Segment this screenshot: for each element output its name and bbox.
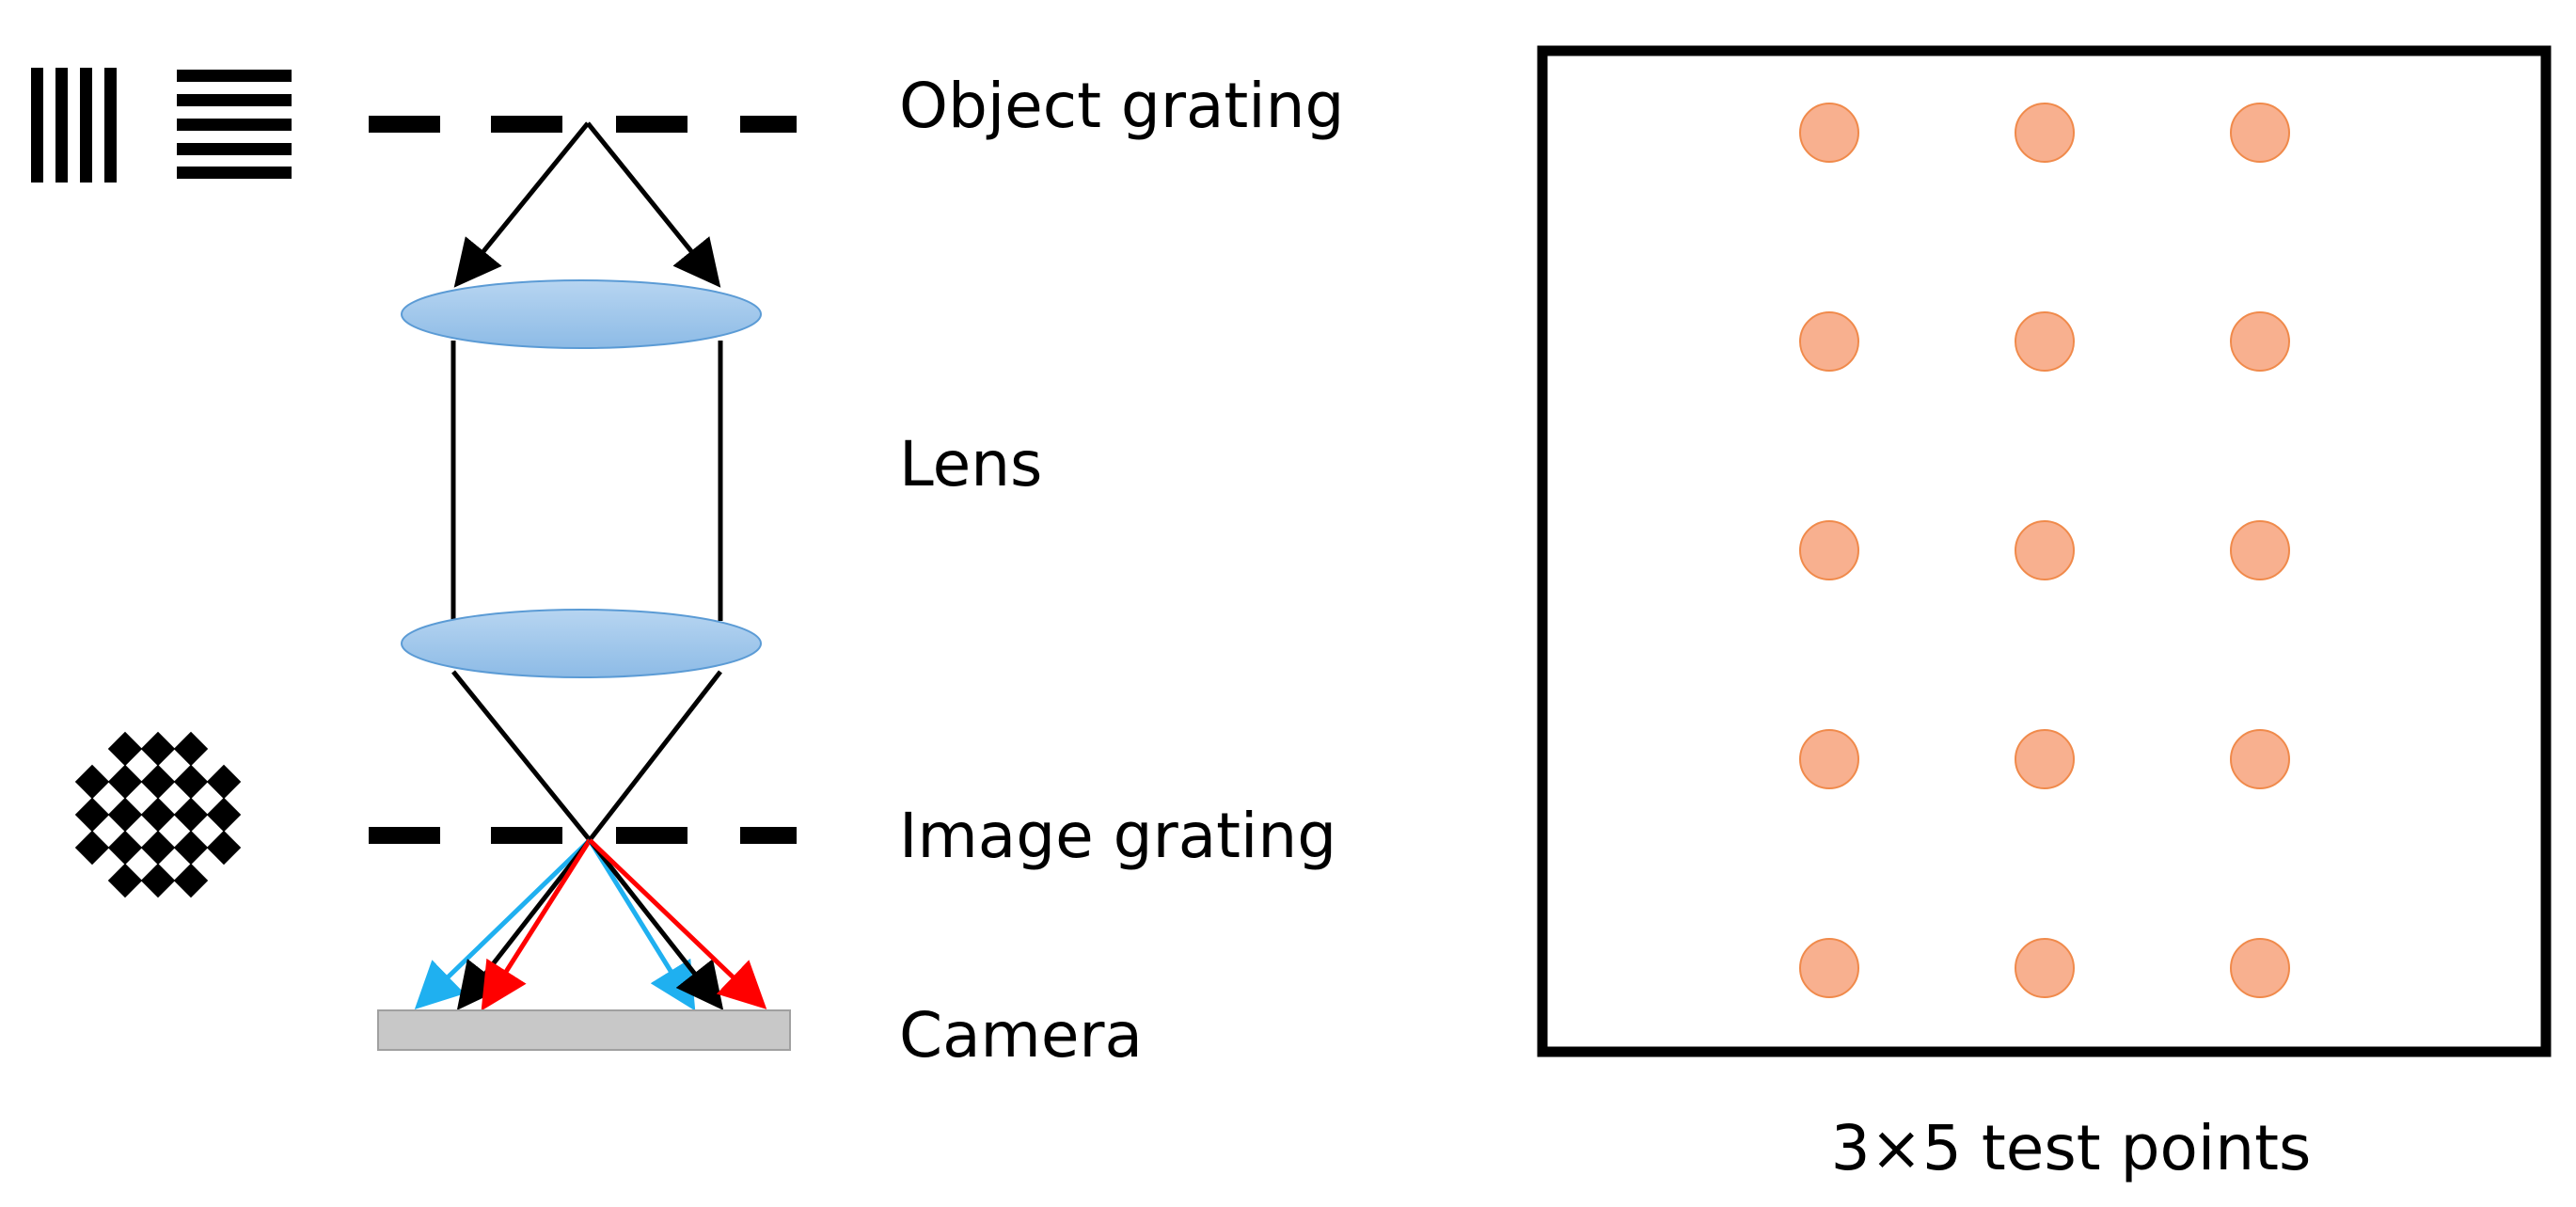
test-point bbox=[1799, 311, 1859, 372]
object-grating-pattern-icon bbox=[31, 68, 292, 183]
checker-square bbox=[173, 797, 209, 833]
checker-square bbox=[206, 764, 242, 800]
checker-square bbox=[140, 830, 176, 866]
checker-square bbox=[140, 863, 176, 898]
test-points-caption: 3×5 test points bbox=[1831, 1112, 2312, 1184]
image-grating-label: Image grating bbox=[899, 800, 1336, 872]
checker-square bbox=[107, 764, 143, 800]
checker-square bbox=[107, 731, 143, 767]
test-point bbox=[1799, 729, 1859, 789]
checker-square bbox=[140, 731, 176, 767]
test-point bbox=[2015, 729, 2075, 789]
object-grating-label: Object grating bbox=[899, 70, 1344, 142]
checker-square bbox=[173, 863, 209, 898]
checker-square bbox=[173, 830, 209, 866]
collimated-beam bbox=[450, 341, 723, 621]
checker-square bbox=[107, 797, 143, 833]
checker-square bbox=[140, 797, 176, 833]
lens-upper bbox=[401, 279, 762, 349]
test-point bbox=[1799, 520, 1859, 580]
test-point bbox=[1799, 938, 1859, 998]
checker-square bbox=[206, 830, 242, 866]
diffracted-rays bbox=[414, 838, 767, 1011]
test-points-grid bbox=[1799, 103, 2290, 998]
checker-square bbox=[74, 797, 110, 833]
test-point bbox=[2230, 729, 2290, 789]
checker-square bbox=[173, 764, 209, 800]
lens-lower bbox=[401, 609, 762, 678]
test-point bbox=[2015, 103, 2075, 163]
test-point bbox=[2230, 938, 2290, 998]
test-point bbox=[2230, 311, 2290, 372]
lens-label: Lens bbox=[899, 428, 1042, 500]
test-point bbox=[2230, 520, 2290, 580]
test-area-frame bbox=[1537, 45, 2552, 1057]
incident-rays bbox=[453, 121, 721, 288]
object-grating-line bbox=[369, 116, 797, 133]
checkerboard-pattern-icon bbox=[74, 731, 242, 898]
test-point bbox=[2015, 311, 2075, 372]
test-point bbox=[2230, 103, 2290, 163]
checker-square bbox=[206, 797, 242, 833]
converging-rays bbox=[451, 670, 722, 842]
camera-label: Camera bbox=[899, 999, 1143, 1072]
camera-sensor bbox=[377, 1009, 791, 1051]
test-point bbox=[1799, 103, 1859, 163]
checker-square bbox=[173, 731, 209, 767]
test-point bbox=[2015, 520, 2075, 580]
checker-square bbox=[107, 830, 143, 866]
image-grating-line bbox=[369, 827, 797, 844]
checker-square bbox=[74, 830, 110, 866]
checker-square bbox=[140, 764, 176, 800]
test-point bbox=[2015, 938, 2075, 998]
checker-square bbox=[74, 764, 110, 800]
checker-square bbox=[107, 863, 143, 898]
